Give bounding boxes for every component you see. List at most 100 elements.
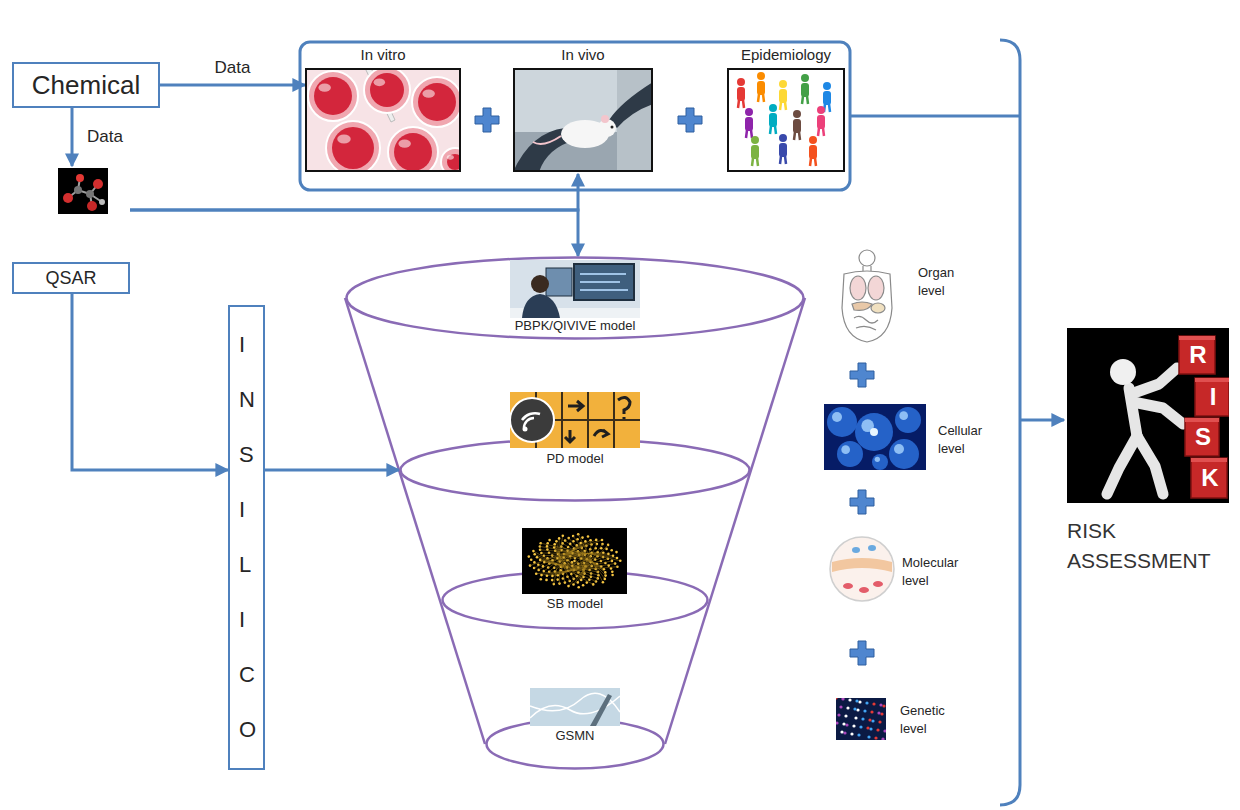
illustration-part xyxy=(553,543,556,546)
illustration-part xyxy=(562,535,565,538)
illustration-part xyxy=(852,724,855,727)
illustration-part xyxy=(586,581,589,584)
illustration-part xyxy=(737,78,745,86)
illustration-part xyxy=(364,68,410,113)
illustration-part xyxy=(802,96,808,104)
illustration-part xyxy=(869,727,872,730)
block-letter: R xyxy=(1189,341,1206,369)
illustration-part xyxy=(581,536,584,539)
illustration-part xyxy=(877,711,880,714)
flow-arrow xyxy=(265,469,399,472)
illustration-part xyxy=(840,730,843,733)
illustration-part xyxy=(793,110,801,118)
illustration-part xyxy=(865,701,868,704)
illustration-part xyxy=(746,130,752,138)
level-panel: Cellular level xyxy=(822,402,992,474)
risk-arrow xyxy=(1020,419,1064,422)
illustration-part xyxy=(809,136,817,144)
illustration-part xyxy=(578,534,603,582)
flow-arrow xyxy=(130,210,578,256)
illustration-part xyxy=(855,699,858,702)
illustration-part xyxy=(779,89,787,103)
illustration-part xyxy=(780,102,786,110)
illustration-part xyxy=(879,703,882,706)
illustration-part xyxy=(854,716,857,719)
illustration-part xyxy=(604,571,607,574)
illustration-part xyxy=(576,538,579,541)
illustration-part xyxy=(93,179,103,189)
illustration-part xyxy=(870,710,873,713)
illustration-part xyxy=(863,266,871,271)
illustration-part xyxy=(809,145,817,159)
pd-picture xyxy=(510,392,640,448)
illustration-part xyxy=(871,719,874,722)
illustration-part xyxy=(745,117,753,131)
illustration-part xyxy=(871,303,885,313)
invivo-picture xyxy=(513,68,653,172)
illustration-part xyxy=(604,578,607,581)
illustration-part xyxy=(769,104,777,112)
illustration-part xyxy=(843,583,853,589)
illustration-part xyxy=(584,540,587,543)
illustration-part xyxy=(63,193,73,203)
illustration-part xyxy=(854,316,878,330)
illustration-part xyxy=(615,551,618,554)
illustration-part xyxy=(859,587,869,593)
illustration-part xyxy=(818,128,824,136)
illustration-part xyxy=(793,119,801,133)
panel-heading: In vivo xyxy=(513,46,653,64)
illustration-part xyxy=(866,726,869,729)
illustration-part xyxy=(545,579,548,582)
illustration-part xyxy=(561,547,601,567)
illustration-part xyxy=(370,73,404,107)
illustration-part xyxy=(839,705,842,708)
illustration-part xyxy=(551,579,554,582)
funnel-layer: GSMN xyxy=(485,718,665,770)
level-label: Organ level xyxy=(918,264,954,300)
block-letter: S xyxy=(1195,423,1211,451)
model-box: QSAR xyxy=(12,166,130,294)
illustration-part xyxy=(872,702,875,705)
flow-arrow xyxy=(130,174,578,210)
illustration-part xyxy=(874,736,877,739)
illustration-part xyxy=(573,560,576,563)
illustration-part xyxy=(837,441,863,467)
illustration-part xyxy=(1110,359,1136,385)
illustration-part xyxy=(844,714,847,717)
organ-picture xyxy=(828,248,906,344)
illustration-part xyxy=(845,723,848,726)
illustration-part xyxy=(572,559,581,566)
illustration-part xyxy=(554,536,563,584)
illustration-part xyxy=(823,82,831,90)
outcome-label: RISK ASSESSMENT xyxy=(1067,516,1211,576)
illustration-part xyxy=(611,570,614,573)
illustration-part xyxy=(86,190,94,198)
illustration-part xyxy=(546,575,549,578)
level-panel: Genetic level xyxy=(834,696,964,744)
illustration-part xyxy=(883,729,886,732)
epidemiology-picture xyxy=(727,68,845,172)
illustration-part xyxy=(574,264,634,300)
illustration-part xyxy=(556,578,559,581)
illustration-part xyxy=(895,407,921,433)
illustration-part xyxy=(769,113,777,127)
illustration-part xyxy=(530,558,533,561)
illustration-part xyxy=(830,537,894,601)
illustration-part xyxy=(74,186,82,194)
block-letter: K xyxy=(1201,464,1218,492)
illustration-part xyxy=(779,80,787,88)
illustration-part xyxy=(794,132,800,140)
illustration-part xyxy=(87,201,97,211)
illustration-part xyxy=(817,115,825,129)
funnel-layer: PD model xyxy=(399,438,751,502)
illustration-part xyxy=(867,735,870,738)
illustration-part xyxy=(878,720,881,723)
illustration-part xyxy=(757,81,765,95)
illustration-part xyxy=(610,549,613,552)
plus-sign xyxy=(850,363,874,387)
illustration-part xyxy=(592,583,595,586)
illustration-part xyxy=(850,276,866,300)
illustration-part xyxy=(872,454,888,470)
illustration-part xyxy=(510,398,554,442)
illustration-part xyxy=(836,721,839,724)
